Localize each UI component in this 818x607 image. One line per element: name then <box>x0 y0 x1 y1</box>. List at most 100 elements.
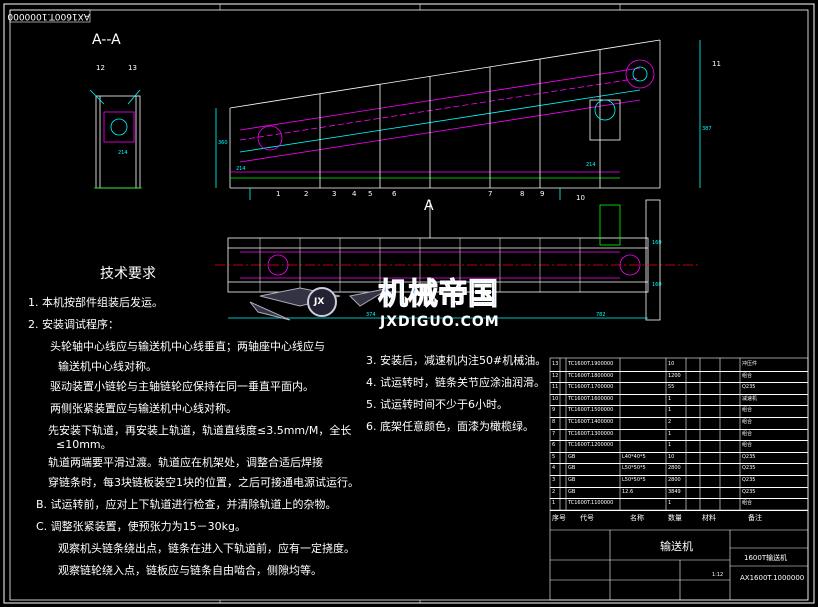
bom-cell: TC1600T.1100000 <box>568 500 614 507</box>
callout-7: 7 <box>488 190 493 198</box>
bom-row-line <box>550 440 808 442</box>
req-line-right: 6. 底架任意颜色，面漆为橄榄绿。 <box>366 420 534 433</box>
req-line: 2. 安装调试程序： <box>28 318 119 331</box>
bom-cell: TC1600T.1700000 <box>568 384 614 391</box>
bom-cell: 13 <box>552 361 559 367</box>
dim-160a: 160 <box>652 240 662 246</box>
elevation-view <box>215 39 701 200</box>
bom-cell: Q235 <box>742 453 756 460</box>
frame-ticks <box>219 4 621 603</box>
callout-5: 5 <box>368 190 373 198</box>
bom-cell: 组合 <box>742 430 753 437</box>
bom-title: 输送机 <box>660 540 693 553</box>
bom-cell: TC1600T.1500000 <box>568 407 614 414</box>
bom-cell: Q235 <box>742 384 756 391</box>
dim-387: 387 <box>702 126 712 132</box>
req-line: 输送机中心线对称。 <box>58 360 157 373</box>
bom-cell: 4 <box>552 465 556 472</box>
bom-header-name: 名称 <box>630 514 644 522</box>
bom-cell: TC1600T.1900000 <box>568 361 614 367</box>
plan-view <box>215 199 700 321</box>
bom-cell: Q235 <box>742 477 756 483</box>
dim-214c: 214 <box>118 150 128 156</box>
bom-cell: 2800 <box>668 465 681 472</box>
bom-cell: TC1600T.1200000 <box>568 442 614 449</box>
bom-cell: TC1600T.1400000 <box>568 419 614 425</box>
bom-cell: 1 <box>668 395 672 402</box>
callout-2: 2 <box>304 190 309 198</box>
req-line: 头轮轴中心线应与输送机中心线垂直；两轴座中心线应与 <box>50 340 325 353</box>
bom-cell: 6 <box>552 442 556 449</box>
callout-8: 8 <box>520 190 525 198</box>
bom-cell: 10 <box>668 361 675 367</box>
bom-cell: 冲压件 <box>742 361 758 367</box>
bom-row-line <box>550 370 808 372</box>
bom-row-line <box>550 428 808 430</box>
bom-cell: 10 <box>552 395 559 402</box>
bom-row-line <box>550 498 808 500</box>
callout-9: 9 <box>540 190 545 198</box>
callout-3: 3 <box>332 190 337 198</box>
section-view <box>89 89 142 189</box>
section-marker: A <box>424 198 434 214</box>
bom-cell: 组合 <box>742 500 753 507</box>
req-line: 驱动装置小链轮与主轴链轮应保持在同一垂直平面内。 <box>50 380 314 393</box>
requirements-title: 技术要求 <box>100 266 156 282</box>
bom-cell: TC1600T.1800000 <box>568 372 614 379</box>
corner-code: AX1600T.1000000 <box>7 11 90 21</box>
bom-cell: 2 <box>552 488 556 495</box>
dim-782: 782 <box>596 312 606 318</box>
bom-header-no: 序号 <box>552 514 566 522</box>
bom-row-line <box>550 486 808 488</box>
dim-374: 374 <box>366 312 376 318</box>
bom-cell: TC1600T.1300000 <box>568 430 614 437</box>
bom-cell: L40*40*5 <box>622 453 646 460</box>
bom-cell: 组合 <box>742 419 753 425</box>
outer-frame <box>3 3 815 604</box>
req-line-right: 4. 试运转时，链条关节应涂油润滑。 <box>366 376 545 389</box>
watermark-en: JXDIGUO.COM <box>380 314 500 330</box>
bom-cell: GB <box>568 488 576 495</box>
req-line: 轨道两端要平滑过渡。轨道应在机架处，调整合适后焊接 <box>48 456 323 469</box>
bom-cell: Q235 <box>742 465 756 472</box>
bom-cell: L50*50*5 <box>622 465 646 472</box>
bom-cell: 2800 <box>668 477 681 483</box>
bom-row-line <box>550 405 808 407</box>
bom-cell: 9 <box>552 407 556 414</box>
bom-cell: 5 <box>552 453 556 460</box>
callout-13: 13 <box>128 64 137 72</box>
bom-cell: 组合 <box>742 372 753 379</box>
section-label: A--A <box>92 32 121 48</box>
bom-drawing-no: AX1600T.1000000 <box>740 574 805 582</box>
dim-360: 360 <box>218 140 228 146</box>
bom-cell: 1 <box>552 500 556 507</box>
bom-row-line <box>550 382 808 384</box>
bom-cell: 3 <box>552 477 556 483</box>
callout-4: 4 <box>352 190 357 198</box>
corner-box <box>9 9 91 23</box>
bom-cell: TC1600T.1600000 <box>568 395 614 402</box>
bom-cell: 2 <box>668 419 672 425</box>
bom-cell: 7 <box>552 430 556 437</box>
bom-cell: 11 <box>552 384 559 391</box>
bom-row-line <box>550 393 808 395</box>
bom-cell: 1 <box>668 430 672 437</box>
watermark-emblem-text: JX <box>314 297 325 307</box>
bom-cell: GB <box>568 477 576 483</box>
watermark-cn: 机械帝国 <box>378 277 499 312</box>
bom-header-code: 代号 <box>580 514 594 522</box>
bom-cell: 10 <box>668 453 675 460</box>
req-line-right: 3. 安装后，减速机内注50#机械油。 <box>366 354 547 367</box>
bom-header-remark: 备注 <box>748 514 762 522</box>
bom-row-line <box>550 509 808 511</box>
bom-row-line <box>550 463 808 465</box>
watermark-emblem <box>249 287 391 321</box>
bom-cell: 组合 <box>742 442 753 449</box>
req-line: 先安装下轨道，再安装上轨道，轨道直线度≤3.5mm/M，全长 <box>48 424 352 437</box>
bom-cell: 3849 <box>668 488 681 495</box>
bom-cell: 1200 <box>668 372 681 379</box>
req-line: C. 调整张紧装置，使预张力为15－30kg。 <box>36 520 247 533</box>
req-line: 1. 本机按部件组装后发运。 <box>28 296 163 309</box>
